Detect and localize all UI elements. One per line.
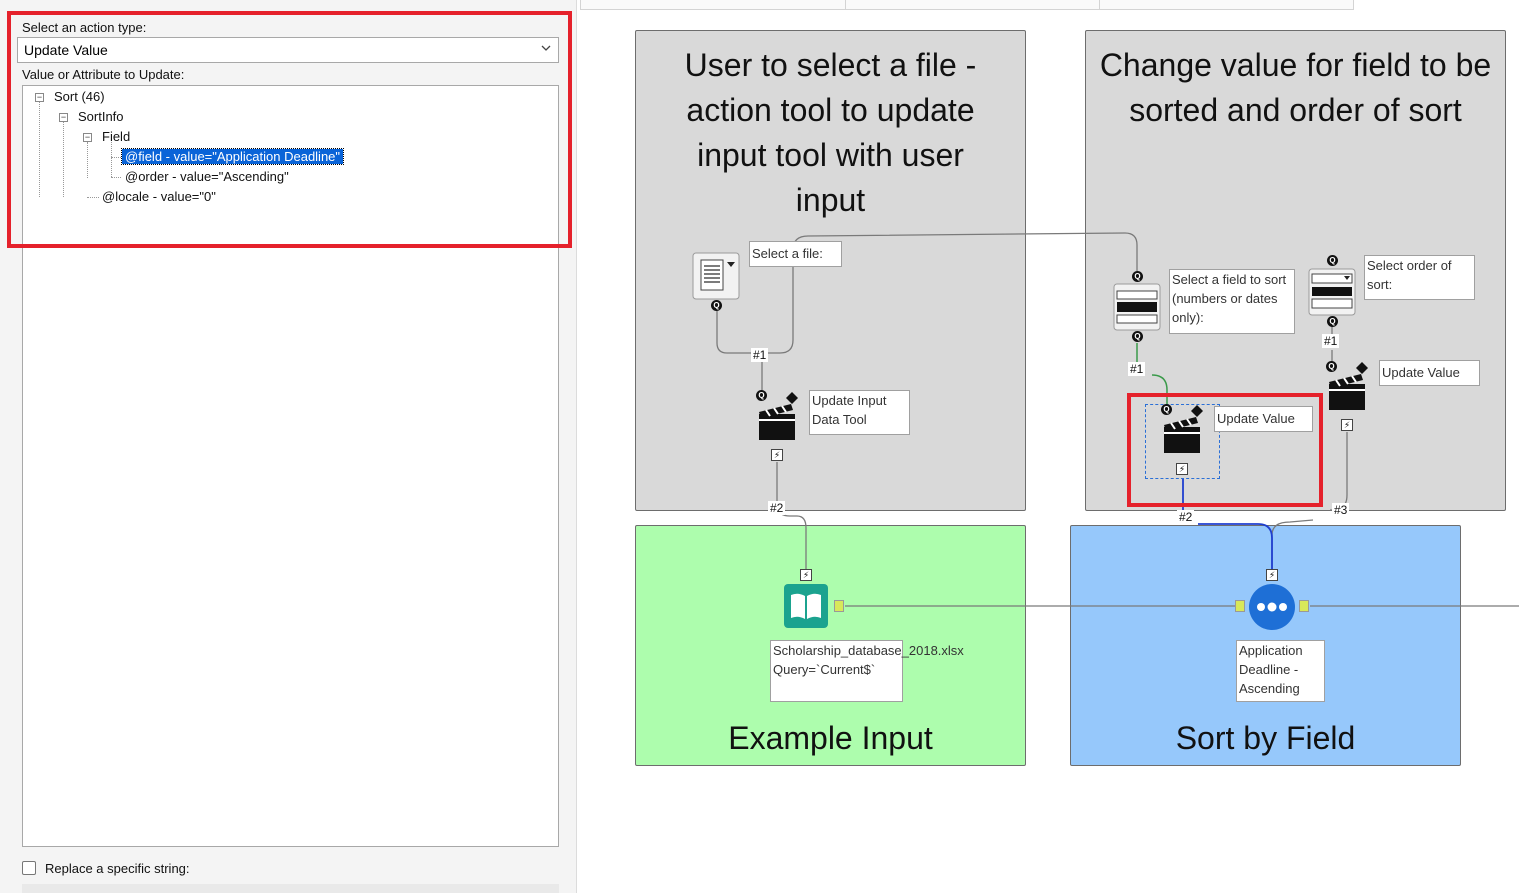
lightning-anchor-icon: ⚡ bbox=[800, 569, 812, 581]
annotation-select-order: Select order of sort: bbox=[1364, 255, 1475, 300]
tree-node-sort[interactable]: Sort (46) bbox=[54, 89, 105, 104]
action-type-select[interactable]: Update Value bbox=[17, 37, 559, 63]
book-icon bbox=[783, 584, 829, 633]
question-anchor-icon: Q bbox=[1161, 404, 1172, 415]
lightning-anchor-icon: ⚡ bbox=[1176, 463, 1188, 475]
tree-node-order-attr[interactable]: @order - value="Ascending" bbox=[125, 169, 289, 184]
clapperboard-icon bbox=[1326, 362, 1370, 416]
tree-line bbox=[87, 142, 88, 178]
tree-line bbox=[63, 122, 64, 197]
annotation-update-value-order: Update Value bbox=[1379, 360, 1480, 386]
dropdown-icon bbox=[1113, 283, 1161, 335]
tree-line bbox=[111, 142, 112, 177]
tree-node-field-attr-selected[interactable]: @field - value="Application Deadline" bbox=[120, 148, 345, 165]
lightning-anchor-icon: ⚡ bbox=[771, 449, 783, 461]
collapse-toggle-icon[interactable]: − bbox=[35, 92, 44, 102]
output-anchor bbox=[1299, 600, 1309, 612]
container-title: Example Input bbox=[728, 720, 933, 756]
collapse-toggle-icon[interactable]: − bbox=[83, 132, 92, 142]
connection-label: #1 bbox=[1322, 334, 1340, 348]
clapperboard-icon bbox=[1161, 405, 1205, 459]
connection-label: #2 bbox=[1177, 510, 1195, 524]
tree-node-locale-attr[interactable]: @locale - value="0" bbox=[102, 189, 216, 204]
connection-lines bbox=[716, 232, 1519, 607]
tree-line bbox=[87, 197, 99, 198]
question-anchor-icon: Q bbox=[1326, 361, 1337, 372]
sort-dots-icon bbox=[1248, 584, 1296, 635]
action-tool-update-input[interactable] bbox=[756, 392, 800, 442]
annotation-select-file: Select a file: bbox=[749, 241, 842, 267]
dropdown-icon bbox=[1308, 268, 1356, 320]
tree-line bbox=[39, 102, 40, 197]
question-anchor-icon: Q bbox=[1327, 255, 1338, 266]
clapperboard-icon bbox=[756, 392, 800, 446]
collapse-toggle-icon[interactable]: − bbox=[59, 112, 68, 122]
highlight-box-config bbox=[7, 11, 572, 248]
dropdown-tool-order[interactable] bbox=[1308, 268, 1356, 316]
lightning-anchor-icon: ⚡ bbox=[1266, 569, 1278, 581]
replace-string-label: Replace a specific string: bbox=[45, 861, 190, 876]
input-anchor bbox=[1235, 600, 1245, 612]
annotation-input-file: Scholarship_database_2018.xlsx Query=`Cu… bbox=[770, 640, 964, 702]
connection-label: #1 bbox=[751, 348, 769, 362]
output-anchor bbox=[834, 600, 844, 612]
question-anchor-icon: Q bbox=[1327, 316, 1338, 327]
question-anchor-icon: Q bbox=[1132, 331, 1143, 342]
container-title: Sort by Field bbox=[1175, 720, 1356, 756]
annotation-sort-description: Application Deadline - Ascending bbox=[1236, 640, 1325, 702]
divider bbox=[1099, 0, 1100, 10]
dropdown-tool-field[interactable] bbox=[1113, 283, 1161, 331]
question-anchor-icon: Q bbox=[756, 390, 767, 401]
tree-line bbox=[111, 157, 121, 158]
sort-tool[interactable] bbox=[1248, 583, 1296, 631]
canvas-top-strip bbox=[580, 0, 1354, 10]
chevron-down-icon[interactable] bbox=[540, 41, 552, 58]
selection-marquee bbox=[1145, 404, 1220, 479]
container-title: Change value for field to be sorted and … bbox=[1099, 47, 1492, 128]
container-title: User to select a file - action tool to u… bbox=[684, 47, 977, 218]
value-attribute-label: Value or Attribute to Update: bbox=[22, 67, 185, 82]
action-tool-update-order[interactable] bbox=[1326, 362, 1370, 412]
action-type-value: Update Value bbox=[24, 42, 108, 58]
action-type-label: Select an action type: bbox=[22, 20, 147, 35]
tree-node-field[interactable]: Field bbox=[102, 129, 131, 144]
connection-label: #3 bbox=[1332, 503, 1350, 517]
connection-label: #1 bbox=[1128, 362, 1146, 376]
annotation-update-value-field: Update Value bbox=[1214, 406, 1313, 432]
input-data-tool[interactable] bbox=[783, 583, 829, 629]
connection-label: #2 bbox=[768, 501, 786, 515]
annotation-select-field: Select a field to sort (numbers or dates… bbox=[1169, 269, 1295, 334]
file-browse-tool[interactable] bbox=[692, 252, 740, 300]
question-anchor-icon: Q bbox=[1132, 271, 1143, 282]
divider bbox=[845, 0, 846, 10]
question-anchor-icon: Q bbox=[711, 300, 722, 311]
action-tool-update-field[interactable] bbox=[1161, 405, 1205, 455]
tree-node-sortinfo[interactable]: SortInfo bbox=[78, 109, 124, 124]
highlight-box-action-tool bbox=[1127, 393, 1323, 507]
annotation-update-input: Update Input Data Tool bbox=[809, 390, 910, 435]
replace-string-checkbox[interactable] bbox=[22, 861, 36, 875]
attribute-tree[interactable]: − Sort (46) − SortInfo − Field @field - … bbox=[22, 85, 559, 847]
lightning-anchor-icon: ⚡ bbox=[1341, 419, 1353, 431]
replace-string-field[interactable] bbox=[22, 884, 559, 893]
file-browse-icon bbox=[692, 252, 740, 304]
tree-line bbox=[111, 177, 121, 178]
